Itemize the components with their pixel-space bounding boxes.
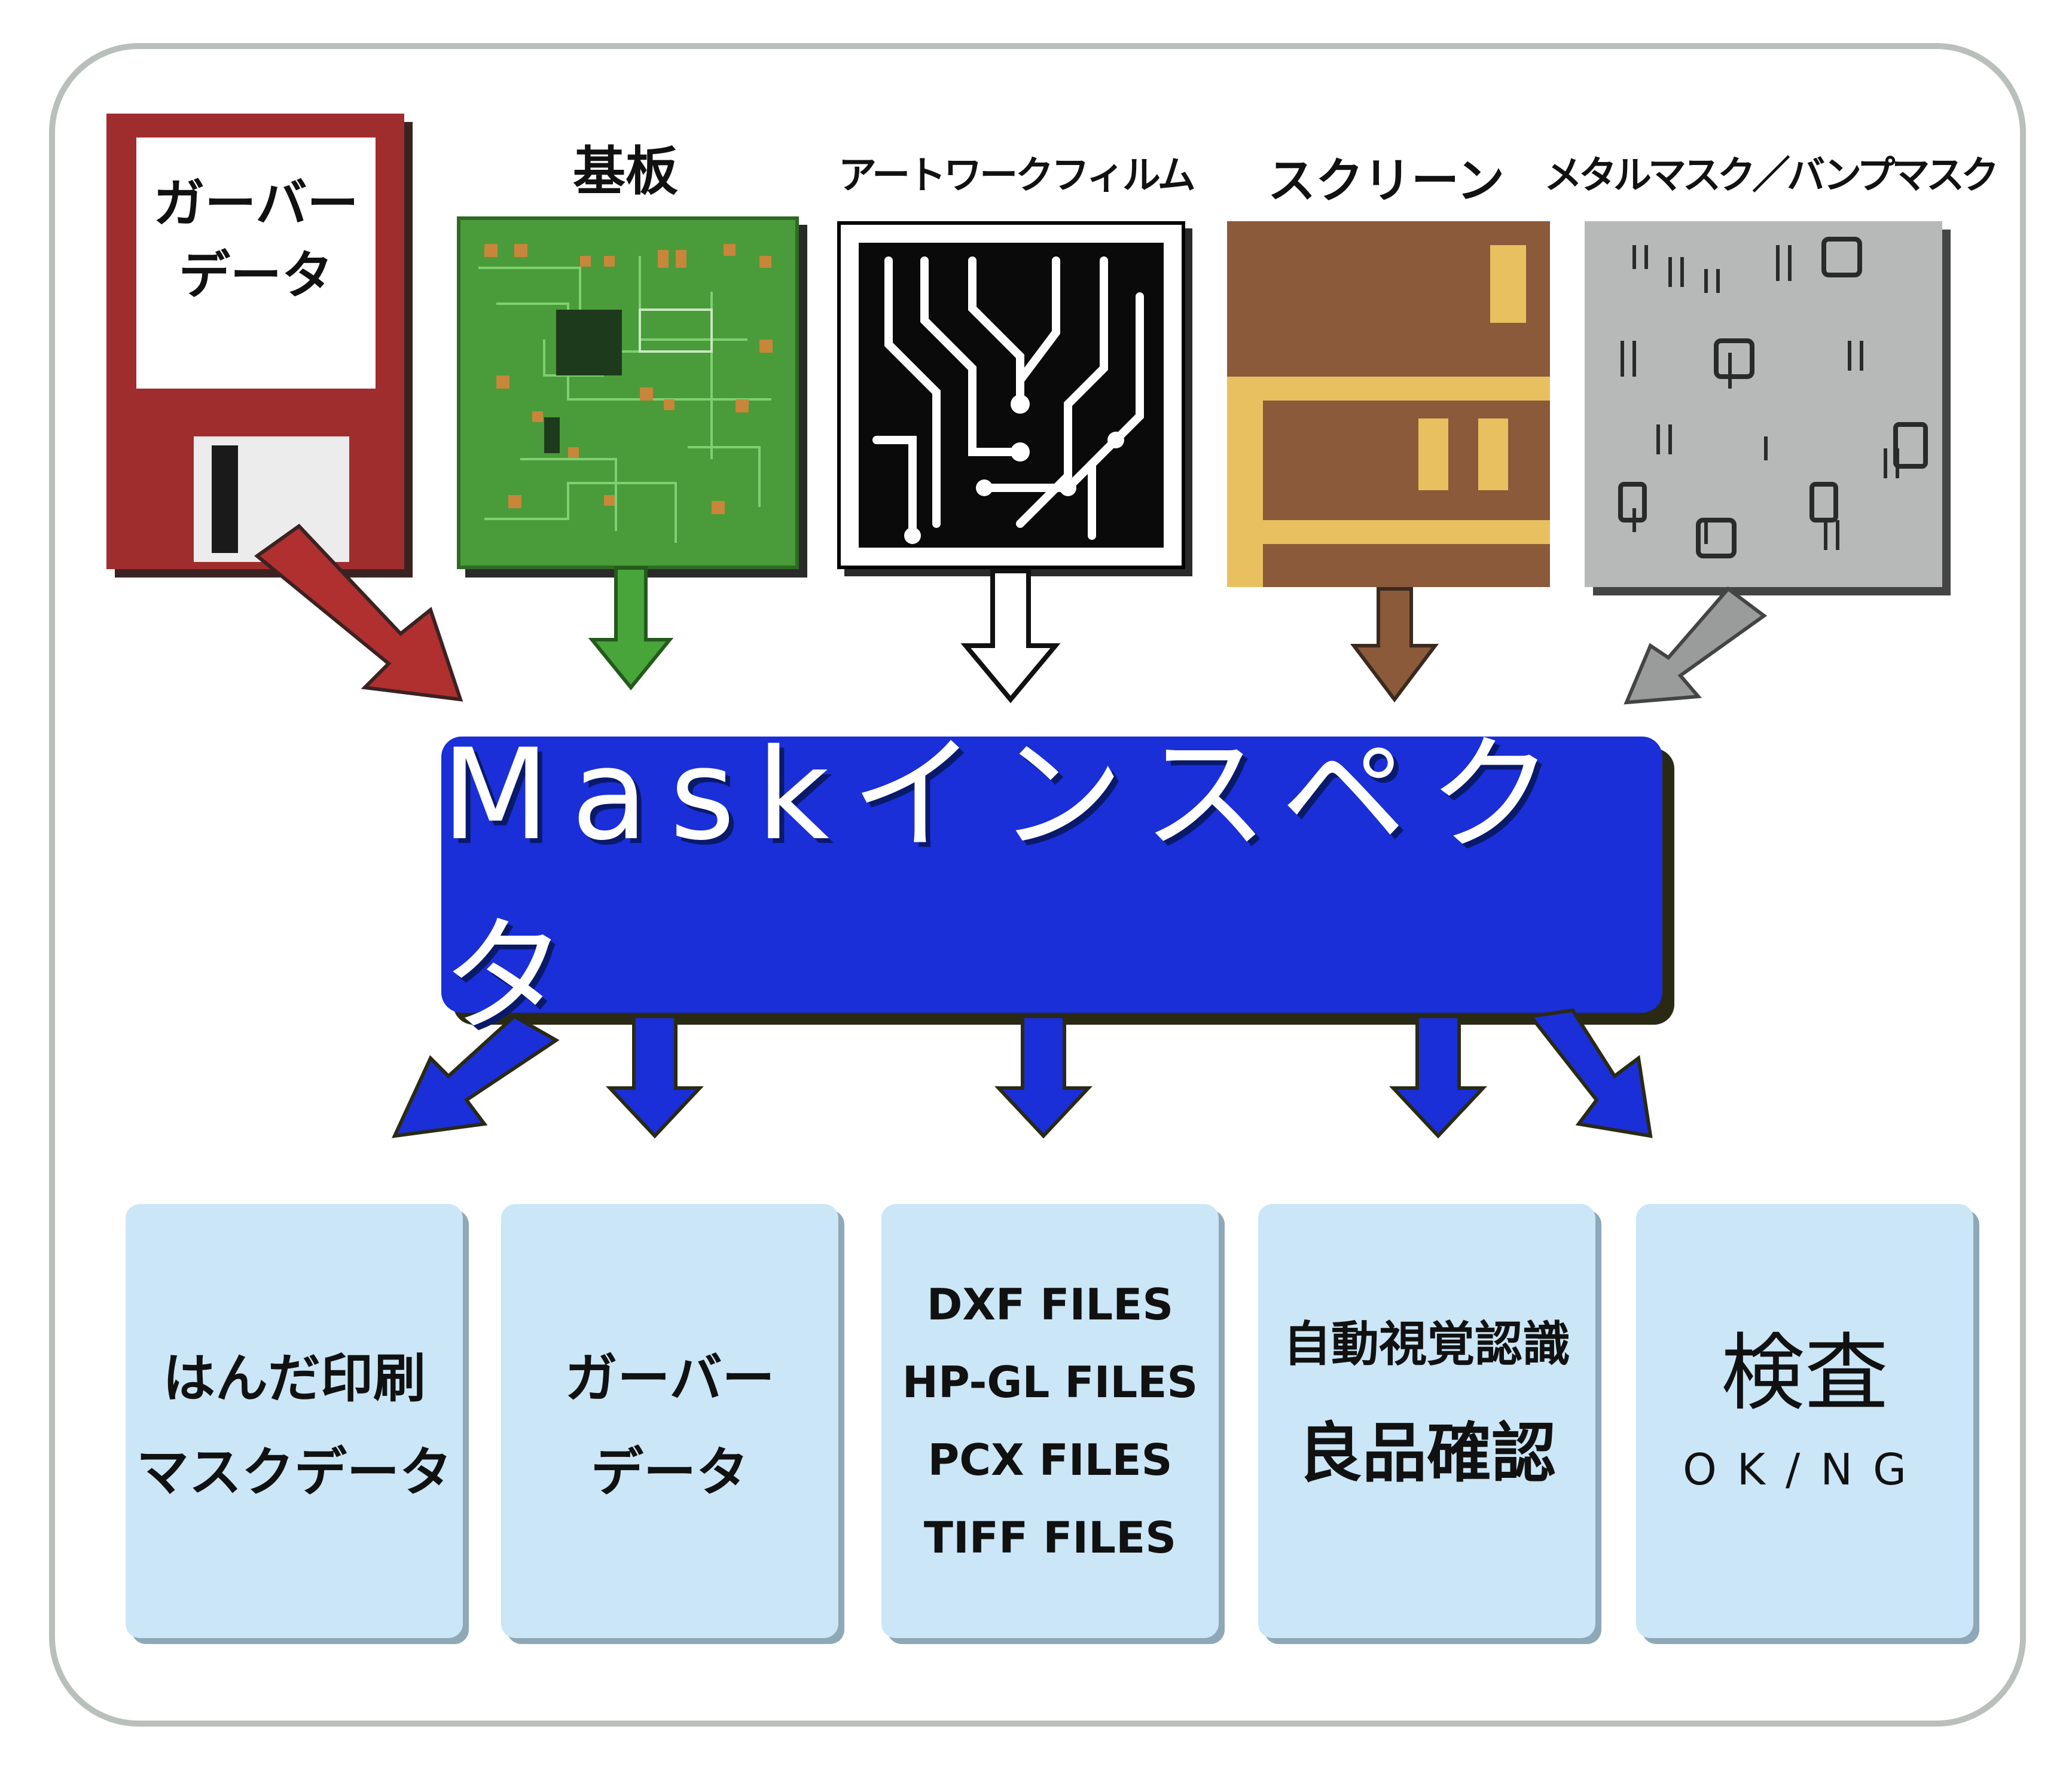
floppy-label-line1: ガーバー xyxy=(153,174,359,234)
output-3-line2: HP-GL FILES xyxy=(902,1357,1198,1407)
output-2-line2: データ xyxy=(590,1441,749,1503)
floppy-label-line2: データ xyxy=(179,246,333,305)
output-5-line1: 検査 xyxy=(1720,1325,1888,1422)
film-label: アートワークフィルム xyxy=(838,154,1196,198)
output-arrow-4 xyxy=(1389,1015,1487,1139)
mask-inspector-title: Maskインスペクタ xyxy=(441,722,1575,1050)
output-arrow-2 xyxy=(606,1015,704,1139)
screen-pattern xyxy=(1227,221,1550,587)
output-box-gerber: ガーバー データ xyxy=(501,1204,838,1638)
pcb-board-image xyxy=(457,216,799,569)
pcb-label: 基板 xyxy=(573,140,679,202)
screen-arrow xyxy=(1350,587,1439,702)
output-5-line2: OK/NG xyxy=(1683,1444,1927,1495)
output-3-line4: TIFF FILES xyxy=(923,1513,1177,1563)
output-box-inspection: 検査 OK/NG xyxy=(1636,1204,1973,1638)
metal-arrow xyxy=(1624,586,1768,705)
metal-mask-image xyxy=(1585,221,1942,587)
output-arrow-1 xyxy=(391,1014,560,1138)
mask-inspector-box: Maskインスペクタ xyxy=(441,722,1662,1050)
floppy-slot xyxy=(212,445,238,553)
output-4-line1: 自動視覚認識 xyxy=(1283,1316,1570,1372)
floppy-arrow xyxy=(254,524,463,702)
metal-mask-pattern xyxy=(1585,221,1942,587)
metal-label: メタルマスク／バンプマスク xyxy=(1544,154,1999,198)
output-box-solder-mask: はんだ印刷 マスクデータ xyxy=(126,1204,463,1638)
output-1-line2: マスクデータ xyxy=(136,1441,452,1503)
output-box-visual-recognition: 自動視覚認識 良品確認 xyxy=(1258,1204,1595,1638)
artwork-film-image xyxy=(837,221,1185,569)
output-4-line2: 良品確認 xyxy=(1297,1416,1556,1491)
floppy-label: ガーバー データ xyxy=(136,138,376,389)
pcb-pattern xyxy=(460,220,795,566)
output-box-file-formats: DXF FILES HP-GL FILES PCX FILES TIFF FIL… xyxy=(881,1204,1219,1638)
screen-image xyxy=(1227,221,1550,587)
pcb-arrow xyxy=(588,566,674,691)
output-2-line1: ガーバー xyxy=(564,1348,775,1409)
output-1-line1: はんだ印刷 xyxy=(162,1348,426,1409)
screen-label: スクリーン xyxy=(1268,153,1505,209)
output-arrow-3 xyxy=(994,1015,1093,1139)
film-arrow xyxy=(960,569,1061,704)
film-pattern xyxy=(841,225,1182,566)
output-3-line1: DXF FILES xyxy=(926,1279,1174,1330)
floppy-disk-icon: ガーバー データ xyxy=(106,114,404,569)
output-arrow-5 xyxy=(1527,1008,1653,1138)
output-3-line3: PCX FILES xyxy=(927,1435,1173,1485)
